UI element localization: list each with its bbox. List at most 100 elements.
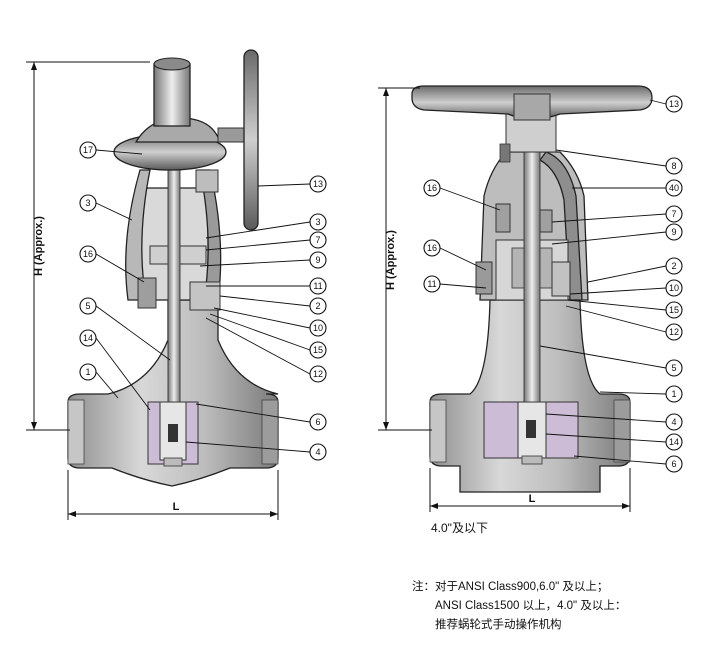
callout-right-40-circle: [665, 179, 683, 197]
callout-right-12-circle: [665, 323, 683, 341]
left-length-label: L: [173, 501, 180, 513]
callout-right-12-label: 12: [669, 327, 679, 337]
callout-left-1-circle: [79, 363, 97, 381]
callout-right-13-leader: [649, 99, 667, 105]
left-disc-spring: [168, 424, 178, 442]
callout-right-8: 8: [555, 149, 683, 175]
callout-right-11-label: 11: [427, 279, 436, 289]
callout-right-11: 11: [423, 275, 487, 293]
callout-right-7-leader: [551, 213, 667, 223]
callout-left-17-leader: [95, 149, 143, 155]
callout-right-7: 7: [551, 205, 683, 223]
callout-right-13-label: 13: [669, 99, 679, 109]
callout-left-11-label: 11: [313, 281, 322, 291]
callout-left-9: 9: [199, 251, 327, 269]
callout-left-12-label: 12: [313, 369, 323, 379]
callout-left-10-label: 10: [313, 323, 323, 333]
callout-left-5-circle: [79, 297, 97, 315]
note-line-3: 推荐蜗轮式手动操作机构: [435, 619, 562, 631]
callout-left-15-label: 15: [313, 345, 323, 355]
callout-right-6-label: 6: [671, 459, 676, 469]
left-height-label: H (Approx.): [33, 216, 45, 276]
callout-left-4-leader: [185, 441, 311, 453]
callout-left-14-leader: [95, 337, 151, 411]
callout-right-16a-leader: [439, 187, 501, 211]
note-line-1: 注：对于ANSI Class900,6.0" 及以上；: [412, 581, 609, 593]
callout-left-10-circle: [309, 319, 327, 337]
note-line-2: ANSI Class1500 以上，4.0" 及以上：: [435, 600, 627, 612]
callout-left-11: 11: [206, 277, 327, 295]
callout-right-1-label: 1: [671, 389, 676, 399]
callout-right-6-circle: [665, 455, 683, 473]
callout-right-13-circle: [665, 95, 683, 113]
callout-right-1-leader: [599, 391, 667, 395]
callout-left-15: 15: [209, 313, 327, 359]
callout-right-4-leader: [545, 413, 667, 423]
callout-right-2-label: 2: [671, 261, 676, 271]
callout-right-9: 9: [551, 223, 683, 245]
callout-left-5-leader: [95, 305, 171, 361]
callout-left-4-circle: [309, 443, 327, 461]
callout-right-16b: 16: [423, 239, 487, 271]
callout-right-10-circle: [665, 279, 683, 297]
callout-left-10: 10: [213, 307, 327, 337]
callout-left-2-leader: [219, 295, 311, 307]
callout-right-5-label: 5: [671, 363, 676, 373]
callout-left-5: 5: [79, 297, 171, 361]
callout-left-3b: 3: [205, 213, 327, 239]
callout-right-6-leader: [573, 455, 667, 465]
callout-left-3b-leader: [205, 221, 311, 239]
callout-left-3b-label: 3: [315, 217, 320, 227]
right-dimensions: H (Approx.) L: [378, 87, 631, 512]
callout-left-13-leader: [257, 183, 311, 187]
callout-right-2: 2: [587, 257, 683, 283]
callout-left-14-label: 14: [83, 333, 93, 343]
left-flange-left: [67, 399, 85, 465]
right-length-label: L: [529, 493, 536, 505]
right-valve: [411, 85, 653, 493]
callout-left-14: 14: [79, 329, 151, 411]
callout-left-16: 16: [79, 245, 145, 283]
callout-right-8-label: 8: [671, 161, 676, 171]
left-callouts: 17 3 16 5 14 1 13 3 7 9 11 2 10 15 12 6 …: [79, 141, 327, 461]
callout-right-15-circle: [665, 301, 683, 319]
callout-right-10-label: 10: [669, 283, 679, 293]
callout-right-15: 15: [567, 299, 683, 319]
callout-left-9-circle: [309, 251, 327, 269]
callout-left-3b-circle: [309, 213, 327, 231]
left-stem: [167, 149, 181, 403]
callout-left-6-label: 6: [315, 417, 320, 427]
left-yoke: [125, 169, 151, 301]
callout-left-7-circle: [309, 231, 327, 249]
callout-left-14-circle: [79, 329, 97, 347]
callout-left-12-circle: [309, 365, 327, 383]
callout-left-3a-circle: [79, 194, 97, 212]
callout-right-15-leader: [567, 299, 667, 311]
callout-right-16a-label: 16: [427, 183, 437, 193]
callout-right-14-circle: [665, 433, 683, 451]
callout-left-16-label: 16: [83, 249, 93, 259]
callout-right-9-leader: [551, 231, 667, 245]
callout-right-16b-label: 16: [427, 243, 437, 253]
callout-right-7-circle: [665, 205, 683, 223]
callout-left-13-circle: [309, 175, 327, 193]
callout-right-16b-circle: [423, 239, 441, 257]
callout-left-9-label: 9: [315, 255, 320, 265]
callout-right-5-leader: [539, 345, 667, 369]
callout-left-17: 17: [79, 141, 143, 159]
size-caption: 4.0"及以下: [431, 521, 488, 535]
callout-left-15-circle: [309, 341, 327, 359]
callout-right-11-leader: [439, 283, 487, 289]
callout-left-16-leader: [95, 253, 145, 283]
callout-right-8-leader: [555, 149, 667, 167]
right-height-label: H (Approx.): [385, 230, 397, 290]
left-dimensions: H (Approx.) L: [26, 61, 279, 520]
callout-left-3a: 3: [79, 194, 133, 221]
callout-left-4-label: 4: [315, 447, 320, 457]
callout-right-6: 6: [573, 455, 683, 473]
callout-right-4: 4: [545, 413, 683, 431]
callout-right-2-circle: [665, 257, 683, 275]
callout-right-5: 5: [539, 345, 683, 377]
callout-left-13: 13: [257, 175, 327, 193]
callout-left-7-label: 7: [315, 235, 320, 245]
